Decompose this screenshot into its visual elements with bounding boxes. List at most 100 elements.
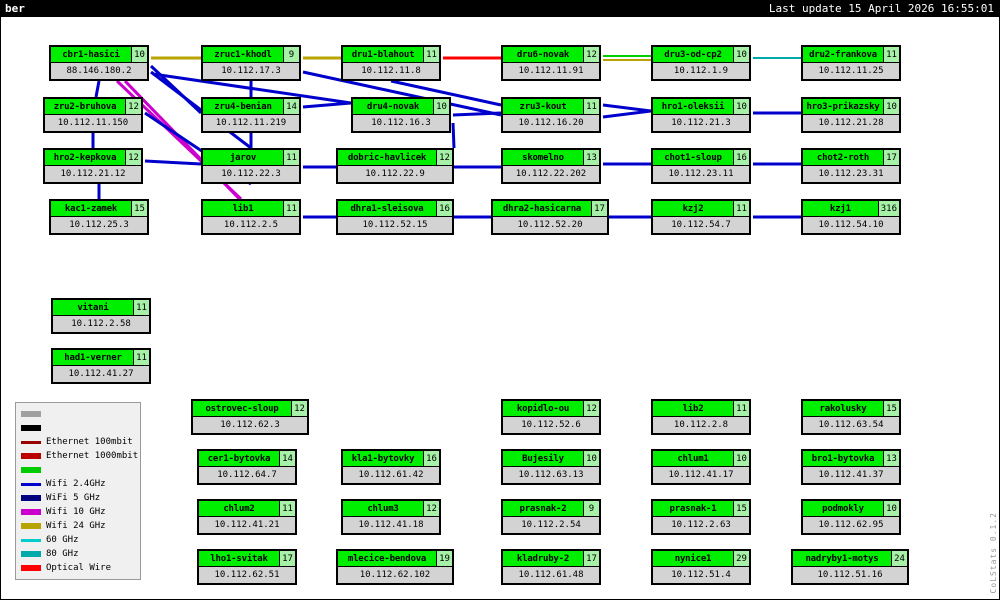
node-name[interactable]: zruc1-khodl <box>203 47 283 62</box>
node-name[interactable]: skomelno <box>503 150 583 165</box>
node-name[interactable]: zru2-bruhova <box>45 99 125 114</box>
node-name[interactable]: chlum2 <box>199 501 279 516</box>
node-name[interactable]: zru4-benian <box>203 99 283 114</box>
node-name[interactable]: kzj2 <box>653 201 733 216</box>
link-edge <box>302 101 352 109</box>
node-name[interactable]: dru6-novak <box>503 47 583 62</box>
node-name[interactable]: lib1 <box>203 201 283 216</box>
node-ip-address: 10.112.61.42 <box>343 467 439 483</box>
node-name[interactable]: chot1-sloup <box>653 150 733 165</box>
node-name[interactable]: nynice1 <box>653 551 733 566</box>
node-name[interactable]: lho1-svitak <box>199 551 279 566</box>
node-client-count: 16 <box>733 150 749 165</box>
node-name[interactable]: prasnak-1 <box>653 501 733 516</box>
node-name[interactable]: dru1-blahout <box>343 47 423 62</box>
node-name[interactable]: kladruby-2 <box>503 551 583 566</box>
node-name[interactable]: dobric-havlicek <box>338 150 436 165</box>
node-name[interactable]: dru3-od-cp2 <box>653 47 733 62</box>
node-name[interactable]: jarov <box>203 150 283 165</box>
node-name[interactable]: kac1-zamek <box>51 201 131 216</box>
node-name[interactable]: zru3-kout <box>503 99 583 114</box>
node-ip-address: 10.112.2.63 <box>653 517 749 533</box>
node-name[interactable]: podmokly <box>803 501 883 516</box>
node-name[interactable]: kla1-bytovky <box>343 451 423 466</box>
node-name[interactable]: chlum1 <box>653 451 733 466</box>
node-name[interactable]: Bujesily <box>503 451 583 466</box>
node-name[interactable]: hro1-oleksii <box>653 99 733 114</box>
node-name[interactable]: prasnak-2 <box>503 501 583 516</box>
node-name[interactable]: kopidlo-ou <box>503 401 583 416</box>
node-name[interactable]: hro2-kepkova <box>45 150 125 165</box>
node-name[interactable]: mlecice-bendova <box>338 551 436 566</box>
node-name[interactable]: bro1-bytovka <box>803 451 883 466</box>
node-name[interactable]: dru2-frankova <box>803 47 883 62</box>
node-name[interactable]: dhra1-sleisova <box>338 201 436 216</box>
node-name[interactable]: dru4-novak <box>353 99 433 114</box>
node-name[interactable]: had1-verner <box>53 350 133 365</box>
node-name[interactable]: vitani <box>53 300 133 315</box>
node-name[interactable]: kzj1 <box>803 201 878 216</box>
node-name[interactable]: dhra2-hasicarna <box>493 201 591 216</box>
node-name[interactable]: cbr1-hasici <box>51 47 131 62</box>
node-name[interactable]: chlum3 <box>343 501 423 516</box>
node-name[interactable]: chot2-roth <box>803 150 883 165</box>
node-name[interactable]: ostrovec-sloup <box>193 401 291 416</box>
node-ip-address: 10.112.11.8 <box>343 63 439 79</box>
node-name[interactable]: nadryby1-motys <box>793 551 891 566</box>
node-name[interactable]: lib2 <box>653 401 733 416</box>
node-name[interactable]: rakolusky <box>803 401 883 416</box>
node-name[interactable]: cer1-bytovka <box>199 451 279 466</box>
node-ip-address: 10.112.21.3 <box>653 115 749 131</box>
node-name[interactable]: hro3-prikazsky <box>803 99 883 114</box>
node-ip-address: 10.112.22.9 <box>338 166 452 182</box>
